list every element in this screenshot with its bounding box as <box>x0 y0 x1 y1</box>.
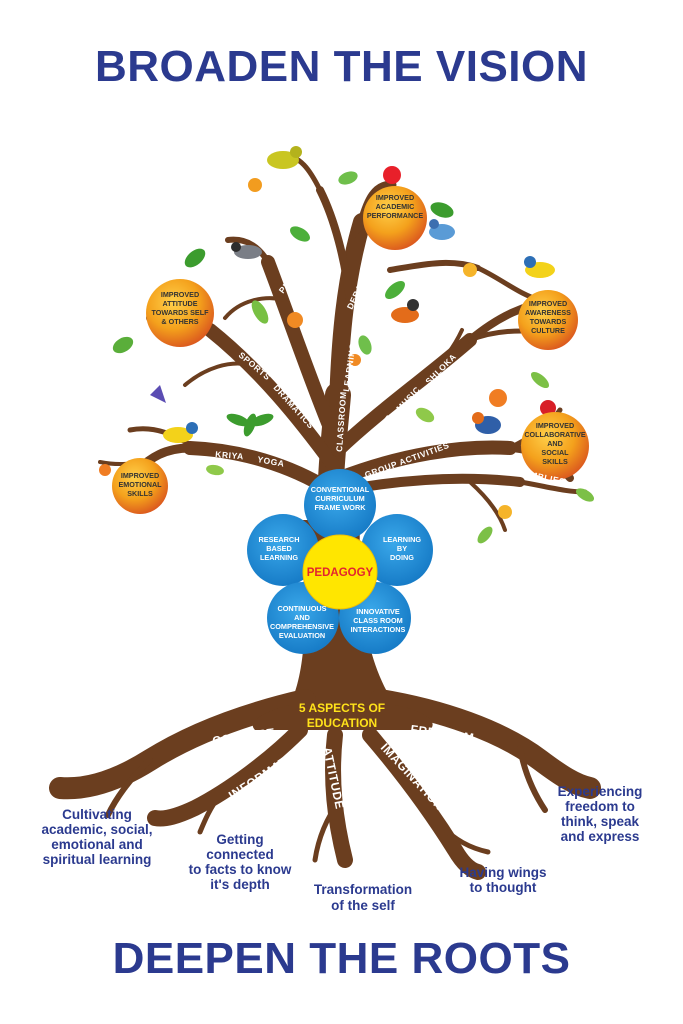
bird-icon <box>231 242 262 259</box>
bird-icon <box>524 256 555 278</box>
pedagogy-center <box>302 534 378 610</box>
bird-icon <box>391 299 419 323</box>
bird-icon <box>163 422 198 443</box>
title-deepen-the-roots: DEEPEN THE ROOTS <box>112 934 571 983</box>
branch-label-classroom: CLASSROOM <box>334 391 348 452</box>
bird-icon <box>267 146 302 169</box>
petal-research <box>247 514 319 586</box>
root-label-imagination: IMAGINATION <box>378 740 447 813</box>
petal-learning-by-doing <box>361 514 433 586</box>
root-label-attitude: ATTITUDE <box>320 746 347 811</box>
branch-label-yoga: YOGA <box>257 454 286 469</box>
bird-icon <box>472 412 501 434</box>
branch-label-kriya: KRIYA <box>215 449 244 461</box>
pedagogy-label: PEDAGOGY <box>307 567 374 579</box>
bird-icon <box>429 219 455 240</box>
roots <box>49 689 601 880</box>
branch-label-projects: PROJECTS <box>277 249 316 295</box>
leaves <box>99 146 595 544</box>
title-broaden-the-vision: BROADEN THE VISION <box>94 42 589 91</box>
petal-curriculum <box>304 469 376 541</box>
